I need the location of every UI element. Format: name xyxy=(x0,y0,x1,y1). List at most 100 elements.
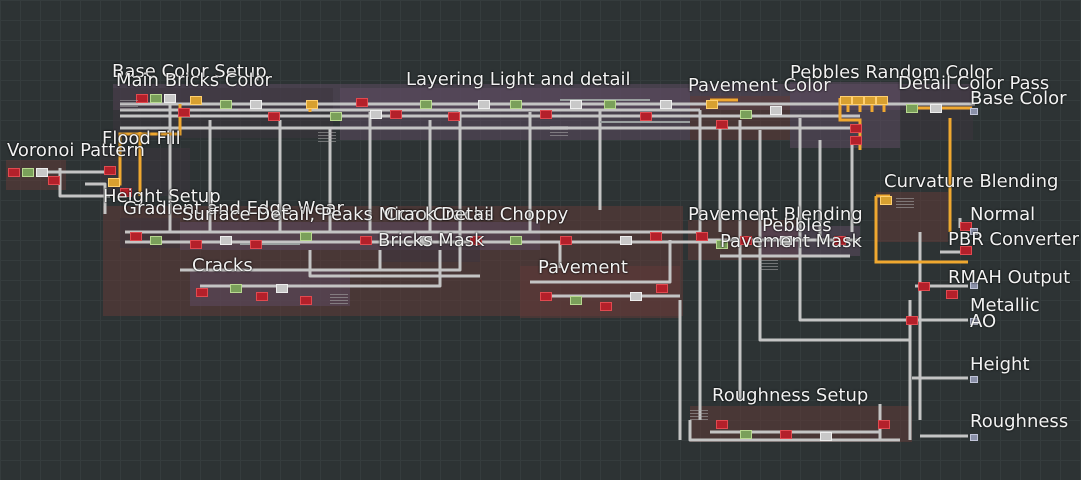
graph-node[interactable] xyxy=(120,188,132,197)
graph-node[interactable] xyxy=(864,96,876,105)
frame-title-pavement[interactable]: Pavement xyxy=(538,257,628,278)
graph-node[interactable] xyxy=(390,110,402,119)
frame-detail-color-pass[interactable] xyxy=(900,90,973,140)
frame-bricks-mask[interactable] xyxy=(380,240,480,262)
frame-title-curvature-blending[interactable]: Curvature Blending xyxy=(884,171,1059,192)
graph-node[interactable] xyxy=(740,430,752,439)
graph-node[interactable] xyxy=(630,292,642,301)
graph-node[interactable] xyxy=(306,100,318,109)
graph-node[interactable] xyxy=(740,236,752,245)
graph-node[interactable] xyxy=(780,236,792,245)
graph-node[interactable] xyxy=(834,236,846,245)
graph-node[interactable] xyxy=(220,236,232,245)
graph-node[interactable] xyxy=(946,290,958,299)
graph-node[interactable] xyxy=(840,96,852,105)
frame-title-pebbles-random-color[interactable]: Pebbles Random Color xyxy=(790,62,993,83)
graph-node[interactable] xyxy=(560,236,572,245)
output-port-metallic[interactable] xyxy=(970,282,978,289)
graph-node[interactable] xyxy=(250,240,262,249)
graph-node[interactable] xyxy=(656,284,668,293)
graph-node[interactable] xyxy=(930,104,942,113)
frame-title-base-color-setup[interactable]: Base Color Setup xyxy=(112,61,267,82)
graph-node[interactable] xyxy=(960,246,972,255)
graph-node[interactable] xyxy=(620,236,632,245)
graph-node[interactable] xyxy=(150,236,162,245)
graph-node[interactable] xyxy=(570,100,582,109)
output-port-normal[interactable] xyxy=(970,228,978,235)
graph-node[interactable] xyxy=(190,96,202,105)
frame-title-pavement-mask[interactable]: Pavement Mask xyxy=(720,231,862,252)
frame-title-crack-detail-choppy[interactable]: Crack Detail Choppy xyxy=(384,204,569,225)
graph-node[interactable] xyxy=(360,236,372,245)
graph-node[interactable] xyxy=(876,96,888,105)
graph-node[interactable] xyxy=(420,100,432,109)
frame-title-gradient-edge-wear[interactable]: Gradient and Edge Wear xyxy=(123,198,344,219)
graph-node[interactable] xyxy=(906,316,918,325)
frame-title-pavement-blending[interactable]: Pavement Blending xyxy=(688,204,863,225)
output-port-height[interactable] xyxy=(970,376,978,383)
graph-node[interactable] xyxy=(230,284,242,293)
graph-node[interactable] xyxy=(770,106,782,115)
frame-main-bricks-color[interactable] xyxy=(113,88,333,138)
frame-title-surface-detail[interactable]: Surface Detail, Peaks Micro Cracks xyxy=(182,204,494,225)
graph-node[interactable] xyxy=(478,100,490,109)
graph-node[interactable] xyxy=(906,104,918,113)
graph-node[interactable] xyxy=(820,432,832,441)
graph-node[interactable] xyxy=(510,236,522,245)
graph-node[interactable] xyxy=(660,100,672,109)
graph-node[interactable] xyxy=(178,108,190,117)
frame-title-layering-light-detail[interactable]: Layering Light and detail xyxy=(406,69,631,90)
graph-node[interactable] xyxy=(650,232,662,241)
graph-node[interactable] xyxy=(850,124,862,133)
graph-node[interactable] xyxy=(716,120,728,129)
frame-title-bricks-mask[interactable]: Bricks Mask xyxy=(378,230,485,251)
graph-node[interactable] xyxy=(918,282,930,291)
graph-node[interactable] xyxy=(130,232,142,241)
frame-title-roughness-setup[interactable]: Roughness Setup xyxy=(712,385,869,406)
frame-title-pebbles[interactable]: Pebbles xyxy=(762,215,832,236)
frame-title-height-setup[interactable]: Height Setup xyxy=(103,186,221,207)
graph-node[interactable] xyxy=(448,112,460,121)
frame-title-main-bricks-color[interactable]: Main Bricks Color xyxy=(116,70,272,91)
graph-node[interactable] xyxy=(716,420,728,429)
graph-node[interactable] xyxy=(540,292,552,301)
graph-node[interactable] xyxy=(256,292,268,301)
graph-node[interactable] xyxy=(150,94,162,103)
graph-node[interactable] xyxy=(22,168,34,177)
graph-node[interactable] xyxy=(600,302,612,311)
graph-node[interactable] xyxy=(540,110,552,119)
graph-node[interactable] xyxy=(300,232,312,241)
graph-node[interactable] xyxy=(716,240,728,249)
graph-node[interactable] xyxy=(8,168,20,177)
graph-node[interactable] xyxy=(880,196,892,205)
graph-node[interactable] xyxy=(878,420,890,429)
graph-node[interactable] xyxy=(640,112,652,121)
frame-title-detail-color-pass[interactable]: Detail Color Pass xyxy=(898,73,1050,94)
graph-node[interactable] xyxy=(570,296,582,305)
graph-node[interactable] xyxy=(510,100,522,109)
frame-title-rmah-output[interactable]: RMAH Output xyxy=(948,267,1071,288)
graph-node[interactable] xyxy=(220,100,232,109)
graph-node[interactable] xyxy=(740,110,752,119)
graph-node[interactable] xyxy=(420,236,432,245)
frame-title-pavement-color[interactable]: Pavement Color xyxy=(688,75,831,96)
graph-node[interactable] xyxy=(356,98,368,107)
frame-title-flood-fill[interactable]: Flood Fill xyxy=(102,128,181,149)
output-port-base-color[interactable] xyxy=(970,108,978,115)
graph-node[interactable] xyxy=(104,166,116,175)
output-port-ao[interactable] xyxy=(970,318,978,325)
graph-node[interactable] xyxy=(190,240,202,249)
graph-node[interactable] xyxy=(370,110,382,119)
graph-node[interactable] xyxy=(300,296,312,305)
graph-node[interactable] xyxy=(852,96,864,105)
graph-node[interactable] xyxy=(696,232,708,241)
output-port-roughness[interactable] xyxy=(970,434,978,441)
graph-node[interactable] xyxy=(706,100,718,109)
graph-node[interactable] xyxy=(196,288,208,297)
graph-node[interactable] xyxy=(164,94,176,103)
graph-node[interactable] xyxy=(48,176,60,185)
graph-node[interactable] xyxy=(136,94,148,103)
frame-title-voronoi-pattern[interactable]: Voronoi Pattern xyxy=(7,140,145,161)
frame-title-pbr-converter[interactable]: PBR Converter xyxy=(948,229,1080,250)
graph-node[interactable] xyxy=(36,168,48,177)
